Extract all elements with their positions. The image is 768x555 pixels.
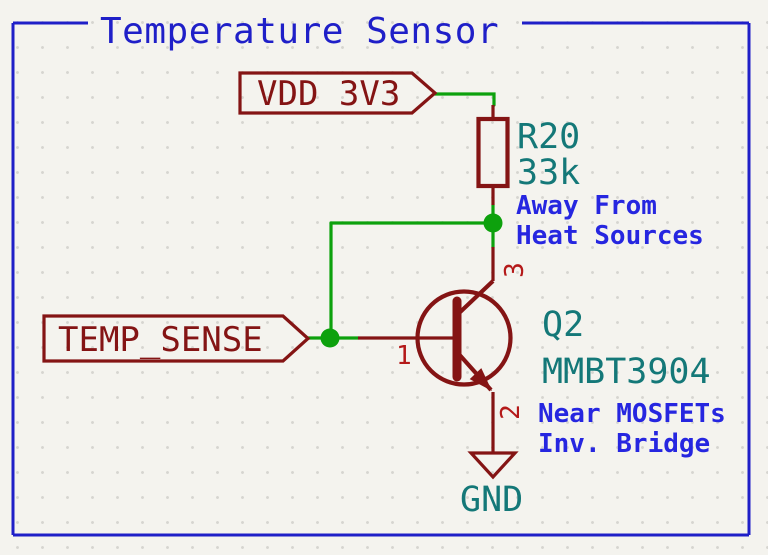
wire-segment-vdd-to-resistor[interactable]	[433, 92, 496, 107]
global-label-vdd-text[interactable]: VDD_3V3	[257, 74, 400, 114]
transistor-reference[interactable]: Q2	[542, 305, 584, 345]
note-resistor-line2[interactable]: Heat Sources	[516, 221, 704, 251]
note-transistor-line2[interactable]: Inv. Bridge	[538, 429, 710, 459]
global-label-temp-sense-flag[interactable]	[42, 314, 311, 363]
note-resistor-line1[interactable]: Away From	[516, 191, 657, 221]
gnd-symbol[interactable]: GND	[460, 451, 523, 520]
pin-number-emitter: 2	[496, 404, 526, 420]
transistor-emitter-arrow	[469, 368, 492, 391]
global-label-vdd[interactable]: VDD_3V3	[238, 71, 438, 115]
global-label-temp-sense-text[interactable]: TEMP_SENSE	[58, 320, 263, 360]
resistor-reference[interactable]: R20	[517, 117, 580, 157]
resistor-body[interactable]	[476, 116, 510, 189]
gnd-triangle[interactable]	[467, 451, 519, 480]
pin-number-collector: 3	[500, 262, 530, 278]
sheet-border	[11, 21, 751, 537]
junction-dot[interactable]	[320, 328, 340, 348]
wires	[306, 92, 496, 340]
transistor-value[interactable]: MMBT3904	[542, 352, 711, 392]
global-label-temp-sense[interactable]: TEMP_SENSE	[42, 314, 311, 363]
resistor-value[interactable]: 33k	[517, 153, 580, 193]
gnd-label[interactable]: GND	[460, 480, 523, 520]
sheet-title[interactable]: Temperature Sensor	[100, 11, 499, 52]
transistor-symbol[interactable]	[358, 247, 513, 453]
pin-number-base: 1	[396, 341, 412, 371]
note-transistor-line1[interactable]: Near MOSFETs	[538, 399, 726, 429]
transistor-collector-line[interactable]	[455, 279, 495, 317]
global-label-vdd-flag[interactable]	[238, 71, 438, 115]
resistor-symbol[interactable]	[476, 105, 510, 205]
junction-dot[interactable]	[483, 213, 503, 233]
